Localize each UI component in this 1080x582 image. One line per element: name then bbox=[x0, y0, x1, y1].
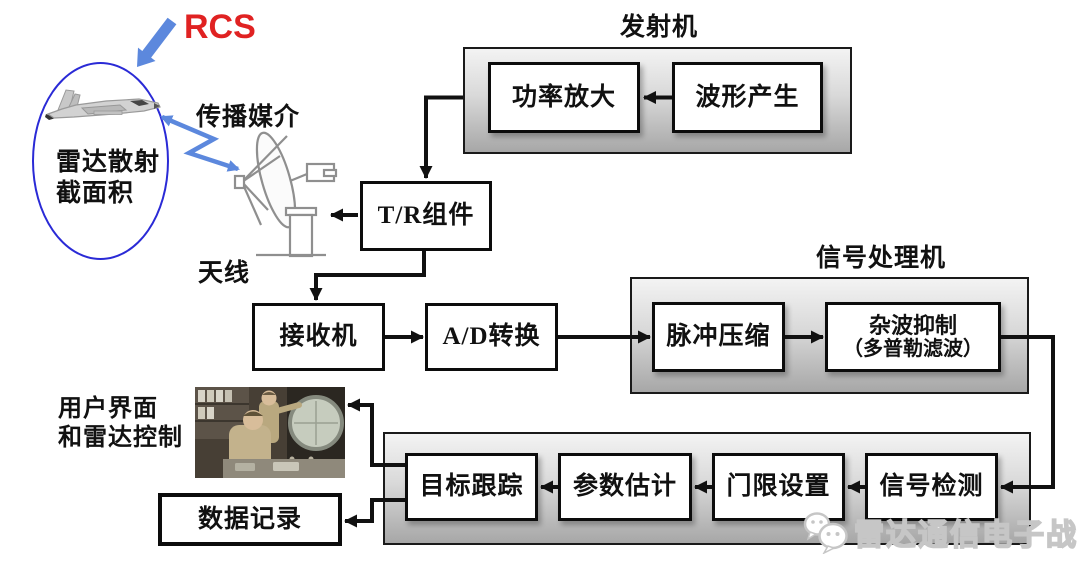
pulse-compression-box: 脉冲压缩 bbox=[652, 302, 785, 372]
data-record-label: 数据记录 bbox=[197, 505, 302, 533]
antenna-label: 天线 bbox=[198, 260, 251, 287]
user-interface-label: 用户界面 和雷达控制 bbox=[58, 395, 183, 454]
target-label-line2: 截面积 bbox=[56, 179, 135, 207]
adc-box: A/D转换 bbox=[425, 303, 558, 371]
watermark-text: 雷达通信电子战 bbox=[853, 518, 1078, 553]
rcs-pointer-arrow bbox=[137, 17, 177, 67]
adc-label: A/D转换 bbox=[442, 323, 541, 351]
threshold-setting-box: 门限设置 bbox=[712, 453, 845, 521]
propagation-medium-label: 传播媒介 bbox=[196, 104, 301, 131]
clutter-suppression-label-line1: 杂波抑制 bbox=[868, 312, 957, 338]
pulse-compression-label: 脉冲压缩 bbox=[666, 323, 771, 351]
threshold-setting-label: 门限设置 bbox=[726, 473, 831, 501]
user-interface-label-line2: 和雷达控制 bbox=[58, 425, 183, 452]
watermark: 雷达通信电子战 bbox=[802, 510, 1078, 554]
signal-detection-label: 信号检测 bbox=[879, 473, 984, 501]
operators-photo bbox=[195, 387, 345, 478]
parameter-estimation-box: 参数估计 bbox=[558, 453, 692, 521]
receiver-label: 接收机 bbox=[279, 323, 358, 351]
transmitter-title: 发射机 bbox=[619, 14, 698, 41]
user-interface-label-line1: 用户界面 bbox=[58, 396, 158, 422]
waveform-generation-label: 波形产生 bbox=[695, 83, 800, 111]
tr-module-label: T/R组件 bbox=[377, 202, 475, 230]
target-label: 雷达散射 截面积 bbox=[56, 148, 160, 209]
rcs-label: RCS bbox=[184, 8, 256, 46]
signal-detection-box: 信号检测 bbox=[865, 453, 998, 521]
parameter-estimation-label: 参数估计 bbox=[572, 473, 677, 501]
arrow-tr-to-receiver bbox=[309, 251, 426, 301]
data-record-box: 数据记录 bbox=[158, 493, 342, 546]
target-tracking-label: 目标跟踪 bbox=[419, 473, 524, 501]
clutter-suppression-label-line2: （多普勒滤波） bbox=[843, 338, 983, 361]
antenna-illustration bbox=[233, 131, 338, 258]
arrow-transmitter-to-tr bbox=[419, 95, 463, 179]
target-label-line1: 雷达散射 bbox=[56, 149, 161, 176]
receiver-box: 接收机 bbox=[252, 303, 385, 371]
aircraft-illustration bbox=[45, 89, 161, 120]
waveform-generation-box: 波形产生 bbox=[672, 62, 823, 133]
clutter-suppression-box: 杂波抑制 （多普勒滤波） bbox=[825, 302, 1001, 372]
tr-module-box: T/R组件 bbox=[360, 181, 492, 251]
wechat-logo-icon bbox=[803, 512, 848, 554]
signal-processor-title: 信号处理机 bbox=[815, 245, 946, 272]
power-amplifier-box: 功率放大 bbox=[488, 62, 640, 133]
target-tracking-box: 目标跟踪 bbox=[405, 453, 538, 521]
power-amplifier-label: 功率放大 bbox=[511, 83, 616, 111]
